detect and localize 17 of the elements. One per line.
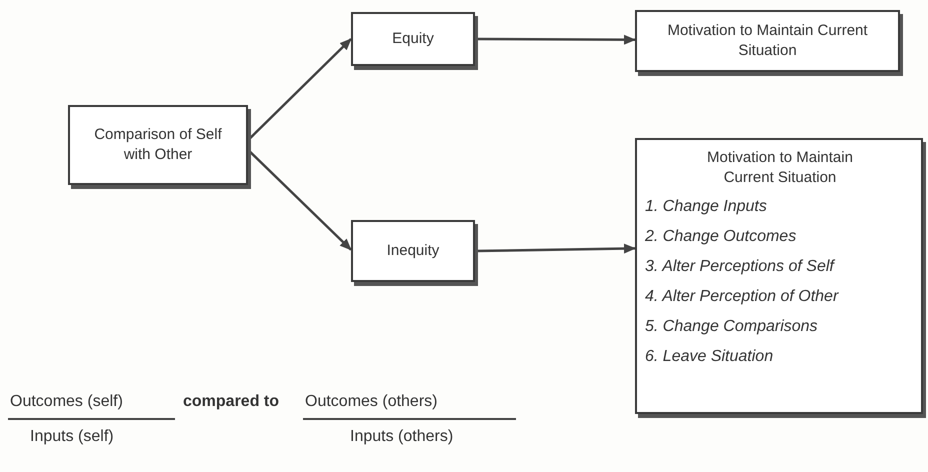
list-item: 5. Change Comparisons	[645, 317, 819, 337]
formula-term: Outcomes (self)	[10, 393, 123, 411]
list-item: 1. Change Inputs	[645, 197, 768, 217]
list-item: 6. Leave Situation	[645, 347, 774, 367]
list-item: 3. Alter Perceptions of Self	[645, 257, 836, 277]
node-label: Equity	[392, 29, 434, 49]
formula-term: Inputs (self)	[30, 428, 114, 446]
box-heading: Motivation to Maintain Current Situation	[706, 148, 854, 188]
node-label: Inequity	[386, 241, 440, 261]
list-item: 2. Change Outcomes	[645, 227, 798, 247]
node-label: Comparison of Self with Other	[94, 125, 222, 165]
formula-text: compared to	[183, 393, 280, 411]
list-item: 4. Alter Perception of Other	[645, 287, 840, 307]
formula-term: Inputs (others)	[350, 428, 454, 446]
formula-term: Outcomes (others)	[305, 393, 438, 411]
arrow	[475, 34, 636, 45]
node-label: Motivation to Maintain Current Situation	[666, 21, 869, 61]
